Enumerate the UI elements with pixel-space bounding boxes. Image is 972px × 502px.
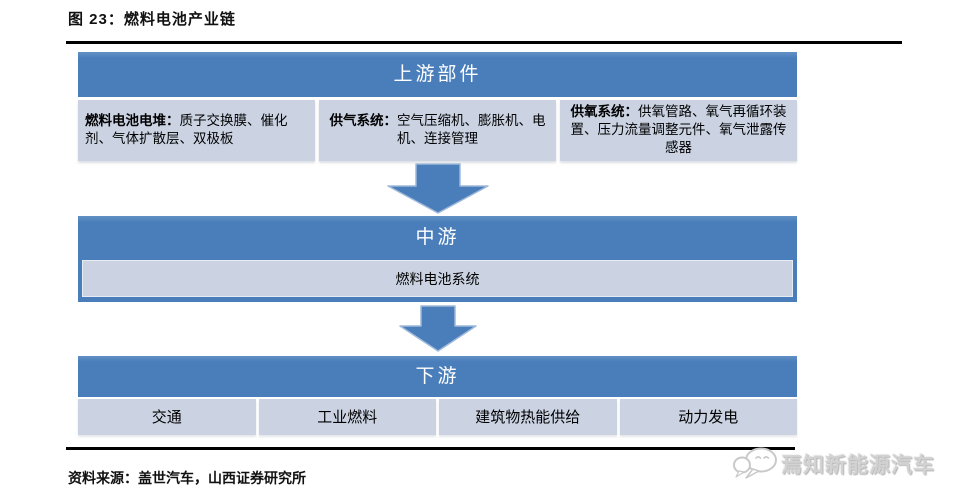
figure-title: 图 23：燃料电池产业链	[68, 11, 236, 28]
top-rule	[66, 41, 902, 44]
watermark-text: 焉知新能源汽车	[781, 454, 935, 477]
upstream-cell-text: 供氧系统：供氧管路、氧气再循环装置、压力流量调整元件、氧气泄露传感器	[567, 103, 790, 158]
cell-bold-label: 供气系统：	[329, 113, 398, 129]
industry-chain-diagram: 上游部件 燃料电池电堆：质子交换膜、催化剂、气体扩散层、双极板 供气系统：空气压…	[78, 52, 797, 435]
source-label: 资料来源：	[68, 470, 138, 486]
flow-arrow-midstream-to-downstream	[78, 304, 797, 353]
cell-detail-text: 供氧管路、氧气再循环装置、压力流量调整元件、氧气泄露传感器	[570, 104, 787, 156]
midstream-header: 中游	[78, 215, 797, 259]
source-text: 盖世汽车，山西证券研究所	[138, 470, 306, 486]
cell-detail-text: 空气压缩机、膨胀机、电机、连接管理	[397, 113, 546, 147]
upstream-cell-air-supply-system: 供气系统：空气压缩机、膨胀机、电机、连接管理	[319, 100, 556, 161]
downstream-cell-power-generation: 动力发电	[619, 398, 797, 435]
down-arrow-icon	[386, 162, 489, 214]
downstream-cells-row: 交通 工业燃料 建筑物热能供给 动力发电	[78, 398, 797, 435]
chat-bubbles-icon	[733, 447, 777, 479]
watermark: 焉知新能源汽车	[733, 447, 935, 481]
downstream-cell-transport: 交通	[78, 398, 256, 435]
upstream-header: 上游部件	[78, 52, 797, 97]
upstream-cell-fuel-cell-stack: 燃料电池电堆：质子交换膜、催化剂、气体扩散层、双极板	[78, 100, 315, 161]
flow-arrow-upstream-to-midstream	[78, 162, 797, 215]
cell-bold-label: 燃料电池电堆：	[85, 113, 180, 129]
cell-bold-label: 供氧系统：	[570, 104, 639, 119]
upstream-cell-oxygen-supply-system: 供氧系统：供氧管路、氧气再循环装置、压力流量调整元件、氧气泄露传感器	[560, 100, 797, 161]
down-arrow-icon	[398, 304, 477, 352]
downstream-cell-building-heat-supply: 建筑物热能供给	[439, 398, 617, 435]
upstream-cell-text: 燃料电池电堆：质子交换膜、催化剂、气体扩散层、双极板	[85, 112, 308, 148]
midstream-cell-fuel-cell-system: 燃料电池系统	[82, 259, 793, 297]
upstream-cell-text: 供气系统：空气压缩机、膨胀机、电机、连接管理	[326, 112, 549, 148]
downstream-header: 下游	[78, 355, 797, 397]
bottom-rule	[66, 447, 795, 450]
upstream-cells-row: 燃料电池电堆：质子交换膜、催化剂、气体扩散层、双极板 供气系统：空气压缩机、膨胀…	[78, 100, 797, 161]
midstream-section: 中游 燃料电池系统	[78, 215, 797, 302]
cell-detail-text: 质子交换膜、催化剂、气体扩散层、双极板	[85, 113, 288, 147]
downstream-cell-industrial-fuel: 工业燃料	[258, 398, 436, 435]
source-line: 资料来源：盖世汽车，山西证券研究所	[68, 468, 306, 488]
